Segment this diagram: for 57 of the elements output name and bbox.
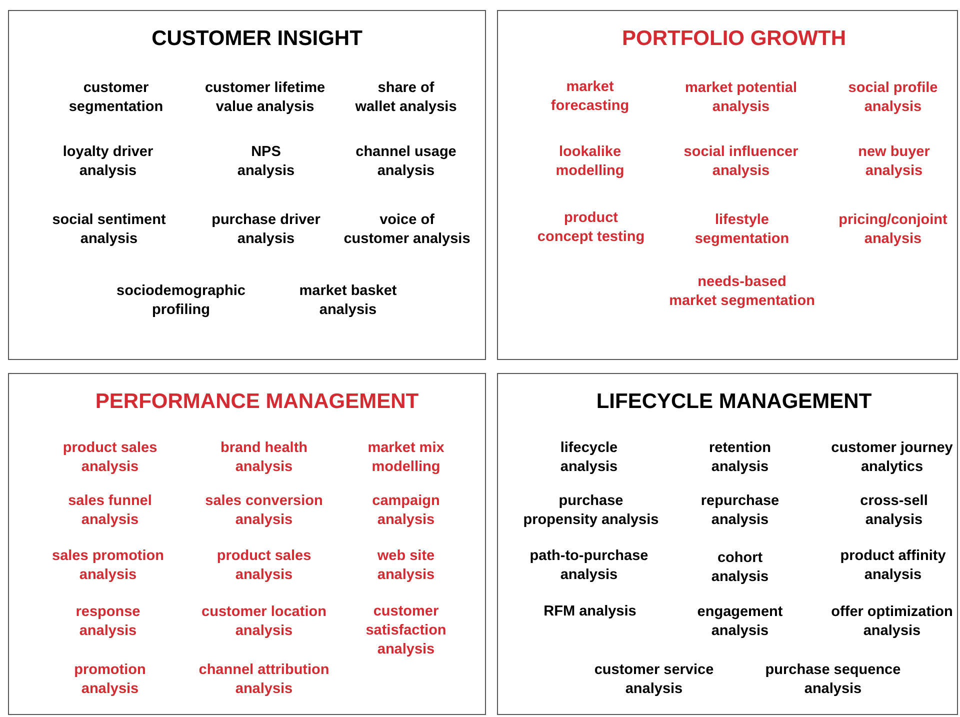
analysis-item: customer location analysis: [202, 603, 326, 641]
analysis-item: social sentiment analysis: [52, 211, 166, 249]
analysis-item: lifestyle segmentation: [694, 211, 790, 249]
analysis-item: path-to-purchase analysis: [530, 547, 648, 585]
analysis-item: lookalike modelling: [556, 143, 624, 181]
analysis-item: customer satisfaction analysis: [366, 602, 446, 660]
analysis-item: sales conversion analysis: [205, 492, 323, 530]
analysis-item: campaign analysis: [372, 492, 440, 530]
analysis-item: customer lifetime value analysis: [204, 79, 326, 117]
analysis-item: channel attribution analysis: [198, 661, 330, 699]
analysis-item: repurchase analysis: [700, 492, 780, 530]
analysis-item: RFM analysis: [544, 602, 636, 622]
analysis-item: customer segmentation: [68, 79, 164, 117]
analysis-item: lifecycle analysis: [560, 439, 618, 477]
analysis-item: social profile analysis: [848, 79, 938, 117]
category-panel: [497, 373, 958, 715]
analysis-item: pricing/conjoint analysis: [838, 211, 948, 249]
analysis-item: response analysis: [76, 603, 140, 641]
panel-heading: CUSTOMER INSIGHT: [152, 27, 362, 51]
panel-heading: PORTFOLIO GROWTH: [622, 27, 846, 51]
analysis-item: purchase sequence analysis: [765, 661, 901, 699]
analysis-item: product affinity analysis: [840, 547, 946, 585]
analysis-item: brand health analysis: [220, 439, 308, 477]
analysis-item: customer service analysis: [594, 661, 714, 699]
analysis-item: purchase driver analysis: [212, 211, 320, 249]
panel-heading: PERFORMANCE MANAGEMENT: [95, 390, 419, 414]
analysis-item: social influencer analysis: [684, 143, 798, 181]
analysis-item: product sales analysis: [62, 439, 158, 477]
category-panel: [497, 10, 958, 360]
analysis-item: product sales analysis: [216, 547, 312, 585]
analysis-item: sales funnel analysis: [68, 492, 152, 530]
analysis-item: share of wallet analysis: [355, 79, 457, 117]
analysis-item: loyalty driver analysis: [62, 143, 154, 181]
analysis-item: NPS analysis: [237, 143, 295, 181]
analysis-item: offer optimization analysis: [831, 603, 953, 641]
panel-heading: LIFECYCLE MANAGEMENT: [596, 390, 872, 414]
analysis-item: engagement analysis: [697, 603, 783, 641]
analysis-item: new buyer analysis: [858, 143, 930, 181]
analysis-item: retention analysis: [708, 439, 772, 477]
analysis-item: market basket analysis: [299, 282, 397, 320]
analysis-item: promotion analysis: [74, 661, 146, 699]
analysis-item: market forecasting: [550, 78, 630, 116]
category-panel: [8, 373, 486, 715]
analysis-item: cohort analysis: [711, 549, 769, 587]
analysis-item: product concept testing: [537, 209, 645, 247]
analysis-item: market mix modelling: [368, 439, 444, 477]
analysis-item: channel usage analysis: [356, 143, 456, 181]
category-panel: [8, 10, 486, 360]
analysis-item: purchase propensity analysis: [523, 492, 659, 530]
analysis-item: sales promotion analysis: [52, 547, 164, 585]
analysis-item: needs-based market segmentation: [669, 273, 815, 311]
analysis-item: market potential analysis: [685, 79, 797, 117]
analysis-item: web site analysis: [377, 547, 435, 585]
analysis-item: customer journey analytics: [831, 439, 953, 477]
analysis-item: sociodemographic profiling: [116, 282, 246, 320]
analysis-item: voice of customer analysis: [344, 211, 470, 249]
analysis-item: cross-sell analysis: [860, 492, 928, 530]
